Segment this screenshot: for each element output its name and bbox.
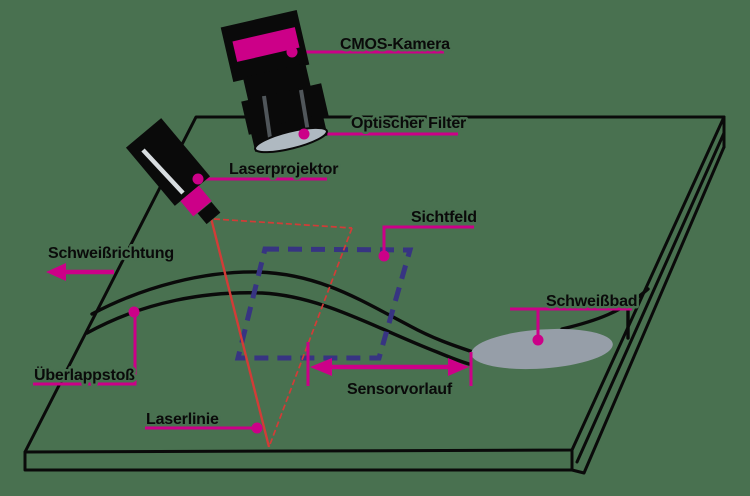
- field-of-view-leader: [382, 225, 474, 252]
- laser-projector-device: [125, 118, 221, 225]
- seam-upper-curve: [90, 270, 475, 354]
- weld-pool-dot: [532, 334, 544, 346]
- camera-stripe: [232, 27, 300, 62]
- cmos-camera-label: CMOS-Kamera: [340, 36, 450, 53]
- laser-ray-left: [209, 217, 271, 448]
- welding-direction-arrowhead-icon: [46, 263, 66, 281]
- laser-projector-dot-top: [192, 173, 204, 185]
- sensor-lead-arrow: [306, 342, 473, 386]
- field-of-view-dot: [378, 250, 390, 262]
- label-leaders: [33, 46, 632, 434]
- labels: CMOS-Kamera Optischer Filter Laserprojek…: [32, 34, 641, 431]
- overlap-joint-label: Überlappstoß: [34, 365, 135, 384]
- weld-pool-label: Schweißbad: [546, 293, 637, 310]
- field-of-view-box: [234, 246, 414, 361]
- laser-beams: [209, 217, 353, 448]
- laser-projector-nozzle: [180, 185, 212, 217]
- overlap-joint-leader: [33, 314, 137, 386]
- camera-neck: [242, 63, 312, 103]
- weld-pool-leader: [510, 307, 632, 336]
- laser-projector-stripe: [141, 148, 185, 195]
- overlap-seam: [85, 270, 650, 366]
- laser-line-on-surface: [268, 227, 353, 448]
- laser-projector-body: [125, 118, 211, 206]
- plate-right-face-edge2: [575, 131, 726, 464]
- laser-ray-top: [213, 218, 353, 229]
- cmos-camera-dot-top: [286, 46, 298, 58]
- laser-line-label: Laserlinie: [146, 411, 219, 428]
- sensor-lead-label: Sensorvorlauf: [347, 381, 453, 398]
- laser-line-dot: [251, 422, 263, 434]
- camera-device: [220, 9, 329, 154]
- sensor-lead-arrowhead-left-icon: [310, 358, 332, 376]
- welding-direction-label: Schweißrichtung: [48, 245, 174, 262]
- overlap-joint-dot: [128, 306, 140, 318]
- laser-projector-label: Laserprojektor: [229, 161, 338, 178]
- optical-filter-dot-top: [298, 128, 310, 140]
- optical-filter-label: Optischer Filter: [351, 115, 466, 132]
- welding-direction-arrow: [46, 263, 114, 281]
- plate-right-face-edge3: [570, 145, 726, 475]
- metal-plate: [23, 115, 726, 475]
- field-of-view-label: Sichtfeld: [411, 209, 477, 226]
- camera-barrel-ridge-left: [262, 95, 272, 139]
- plate-top-surface: [23, 115, 726, 454]
- weld-pool-ellipse: [471, 328, 613, 370]
- camera-barrel-ridge-right: [299, 89, 310, 133]
- seam-right-curve: [560, 287, 650, 331]
- seam-lower-curve: [85, 291, 471, 366]
- laser-projector-tip: [197, 201, 221, 225]
- camera-barrel: [241, 83, 329, 135]
- plate-front-face: [23, 448, 574, 472]
- sensor-lead-arrowhead-right-icon: [448, 358, 469, 376]
